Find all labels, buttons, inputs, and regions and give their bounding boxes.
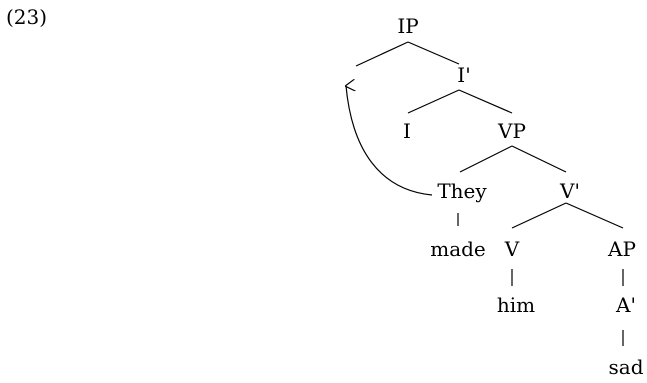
- tree-nodes: IP I' I VP They V' made V AP him A' sad: [397, 14, 643, 379]
- branch-vp-vbar: [511, 145, 567, 173]
- example-number: (23): [6, 5, 47, 29]
- node-v: V: [504, 237, 520, 261]
- tree-branches: [355, 41, 624, 346]
- node-sad: sad: [609, 355, 644, 379]
- node-i-bar: I': [457, 63, 470, 87]
- branch-ibar-vp: [458, 89, 513, 114]
- branch-ip-spec: [355, 41, 409, 67]
- node-they: They: [437, 179, 487, 203]
- branch-vbar-ap: [565, 202, 624, 229]
- branch-vbar-v: [511, 202, 567, 229]
- node-i: I: [403, 119, 411, 143]
- node-vp: VP: [497, 119, 526, 143]
- node-him: him: [497, 293, 535, 317]
- node-made: made: [430, 237, 486, 261]
- node-v-bar: V': [559, 179, 580, 203]
- branch-ip-ibar: [407, 41, 460, 65]
- node-ap: AP: [607, 237, 636, 261]
- node-ip: IP: [397, 14, 418, 38]
- branch-ibar-i: [407, 89, 460, 114]
- movement-arrow: [346, 86, 433, 196]
- branch-vp-they: [459, 145, 513, 173]
- node-a-bar: A': [615, 293, 636, 317]
